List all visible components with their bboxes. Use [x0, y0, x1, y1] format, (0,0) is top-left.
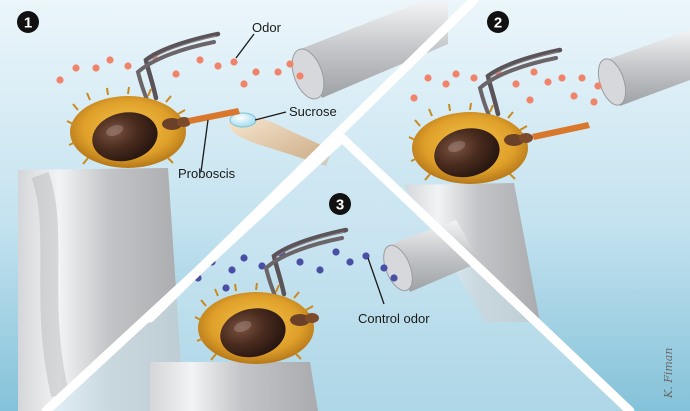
label-sucrose: Sucrose: [289, 104, 337, 119]
artist-signature: K. Fiman: [662, 348, 675, 399]
panel-3: Control odor 3: [48, 140, 630, 411]
pillar: [150, 362, 318, 411]
svg-text:1: 1: [24, 15, 32, 32]
proboscis: [532, 122, 590, 140]
panel-number-3: 3: [329, 193, 351, 215]
odor-tube-icon: [291, 2, 448, 100]
odor-tube-icon: [597, 30, 690, 106]
proboscis: [188, 108, 240, 124]
svg-text:2: 2: [494, 15, 502, 32]
panel-number-2: 2: [487, 11, 509, 33]
label-proboscis: Proboscis: [178, 166, 236, 181]
label-control-odor: Control odor: [358, 311, 430, 326]
control-odor-dots: [194, 248, 398, 292]
panel-dividers: [41, 0, 635, 411]
label-odor: Odor: [252, 20, 282, 35]
panel-number-1: 1: [17, 11, 39, 33]
svg-text:3: 3: [336, 197, 344, 214]
